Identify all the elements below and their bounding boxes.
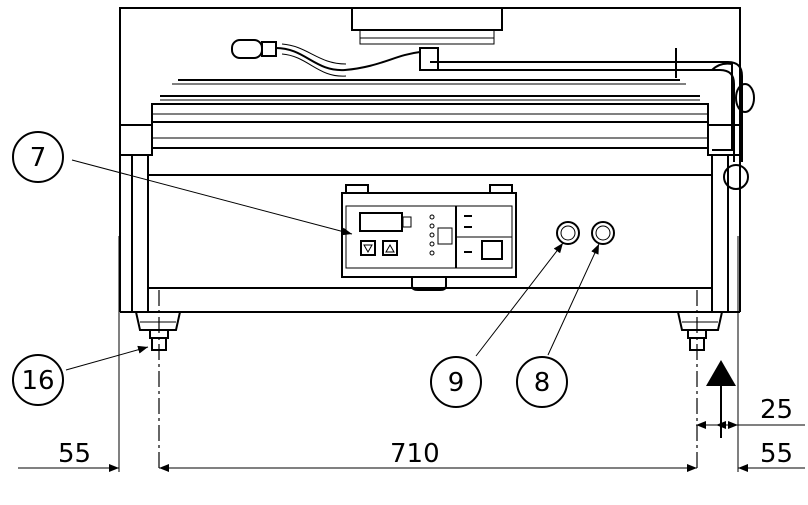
lid-assembly: [119, 79, 741, 156]
center-lines: [118, 236, 739, 472]
leader-lines: [65, 159, 600, 371]
control-knobs: [556, 221, 615, 245]
main-body: [119, 155, 741, 313]
dimension-lines: [18, 421, 805, 472]
dim-right-margin: 55: [760, 439, 793, 469]
callout-8-circle: [516, 356, 568, 408]
dim-center-width: 710: [390, 439, 440, 469]
upper-cabinet: [119, 7, 741, 125]
callout-7-circle: [12, 131, 64, 183]
dim-left-margin: 55: [58, 439, 91, 469]
callout-7-label: 7: [30, 143, 47, 173]
control-panel: [341, 184, 517, 291]
side-handle: [430, 48, 755, 190]
callout-9-circle: [430, 356, 482, 408]
callout-16-circle: [12, 354, 64, 406]
callout-16-label: 16: [21, 366, 54, 396]
hose-connector: [231, 39, 439, 77]
leveling-feet: [135, 311, 723, 351]
callout-9-label: 9: [448, 368, 465, 398]
front-direction-arrow-icon: [706, 360, 736, 438]
dim-leg-offset: 25: [760, 395, 793, 425]
callout-8-label: 8: [534, 368, 551, 398]
